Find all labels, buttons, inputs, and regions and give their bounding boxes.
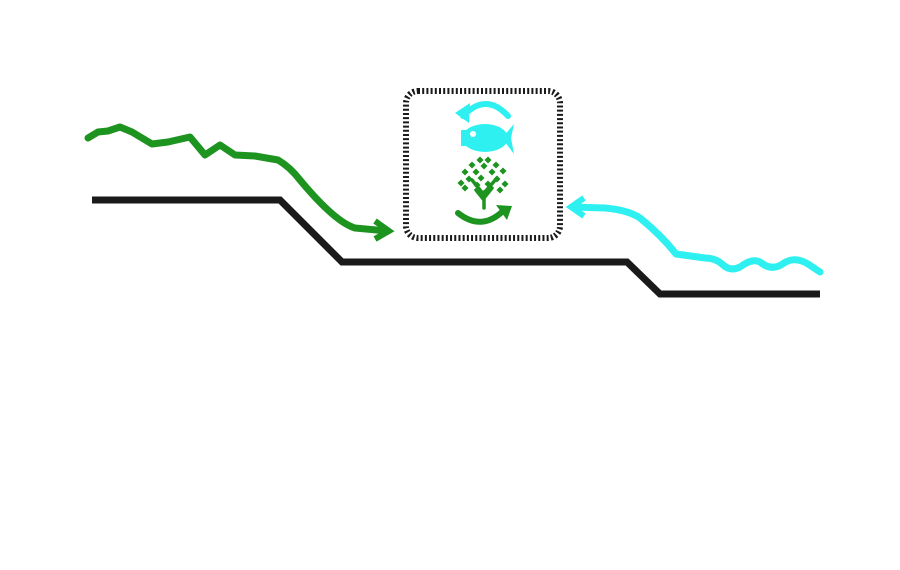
sea-flow-arrow bbox=[565, 195, 824, 276]
tree-leaf bbox=[465, 175, 473, 183]
tree-leaf bbox=[457, 179, 465, 187]
arrow-right-icon bbox=[373, 218, 395, 242]
tree-leaf bbox=[484, 156, 492, 164]
tree-icon bbox=[457, 156, 509, 210]
tree-leaf bbox=[468, 161, 476, 169]
tree-leaf bbox=[493, 175, 501, 183]
terrain-profile-line bbox=[92, 196, 820, 298]
tree-leaf bbox=[461, 168, 469, 176]
land-flow-arrow bbox=[84, 123, 395, 242]
cycle-arrow-icon bbox=[455, 101, 511, 123]
land-flow-line bbox=[84, 123, 392, 235]
tree-leaf bbox=[461, 184, 469, 192]
tree-trunk bbox=[470, 176, 499, 210]
arrow-left-icon bbox=[565, 195, 586, 219]
tree-leaf bbox=[492, 161, 500, 169]
tree-leaf bbox=[476, 156, 484, 164]
tree-leaf bbox=[501, 180, 509, 188]
tree-leaf bbox=[488, 168, 496, 176]
tree-leaf bbox=[484, 180, 492, 188]
dashed-rounded-frame bbox=[403, 88, 563, 241]
tree-leaf bbox=[480, 162, 488, 170]
tree-leaf bbox=[473, 181, 481, 189]
tree-leaf bbox=[496, 186, 504, 194]
tree-leaf bbox=[499, 167, 507, 175]
sea-flow-line bbox=[568, 203, 824, 276]
tree-leaf bbox=[472, 168, 480, 176]
cycle-arrow-icon bbox=[455, 205, 512, 225]
tree-leaf bbox=[477, 174, 485, 182]
fish-icon bbox=[461, 124, 514, 154]
